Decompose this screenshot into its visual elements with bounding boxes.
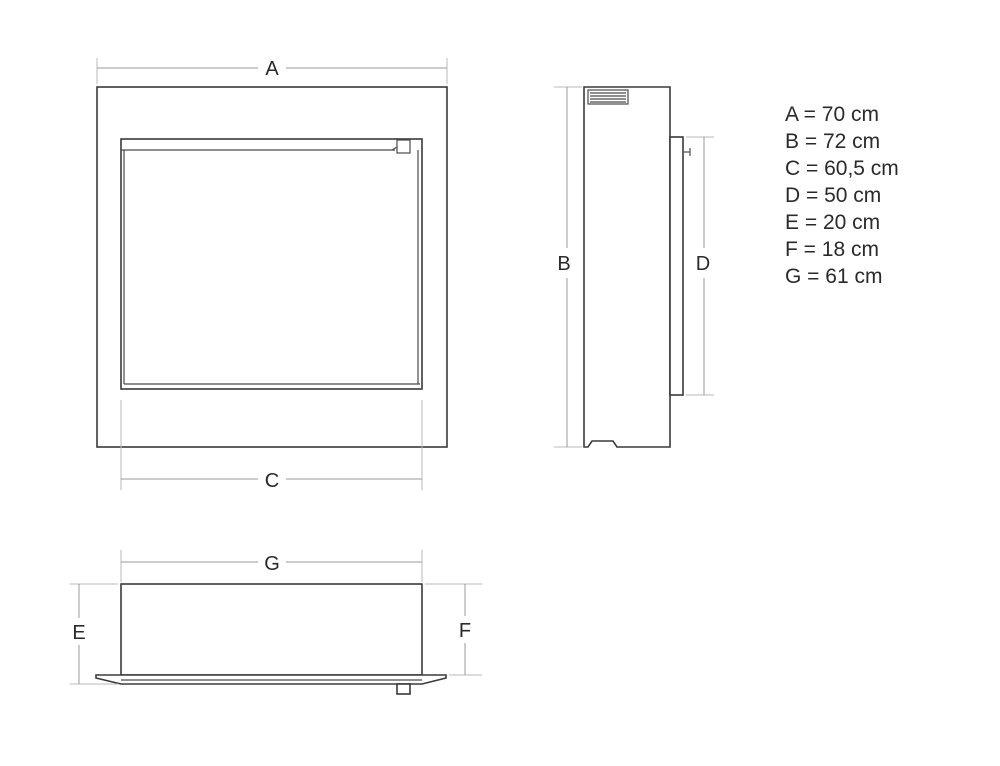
top-view: G E F xyxy=(70,550,482,695)
knob-slant xyxy=(391,146,398,151)
legend-line: B = 72 cm xyxy=(785,130,880,153)
dim-label-b: B xyxy=(557,253,570,275)
side-body xyxy=(583,86,671,448)
side-view: B D xyxy=(554,86,714,448)
dim-label-g: G xyxy=(264,553,280,575)
top-control-knob xyxy=(396,683,411,695)
top-body xyxy=(120,583,423,676)
side-trim-protrusion xyxy=(669,136,684,396)
front-firebox xyxy=(120,138,423,390)
dim-label-c: C xyxy=(265,470,279,492)
vent-grille xyxy=(587,89,629,105)
dim-label-a: A xyxy=(265,58,279,80)
dim-label-e: E xyxy=(72,622,85,644)
legend-line: G = 61 cm xyxy=(785,265,882,288)
legend-line: D = 50 cm xyxy=(785,184,881,207)
legend-line: A = 70 cm xyxy=(785,103,879,126)
control-knob xyxy=(396,139,411,154)
legend-line: E = 20 cm xyxy=(785,211,880,234)
dimension-legend: A = 70 cm B = 72 cm C = 60,5 cm D = 50 c… xyxy=(785,103,899,288)
dim-label-f: F xyxy=(459,620,471,642)
front-view: A C xyxy=(96,58,448,492)
legend-line: F = 18 cm xyxy=(785,238,879,261)
legend-line: C = 60,5 cm xyxy=(785,157,899,180)
dim-label-d: D xyxy=(696,253,710,275)
